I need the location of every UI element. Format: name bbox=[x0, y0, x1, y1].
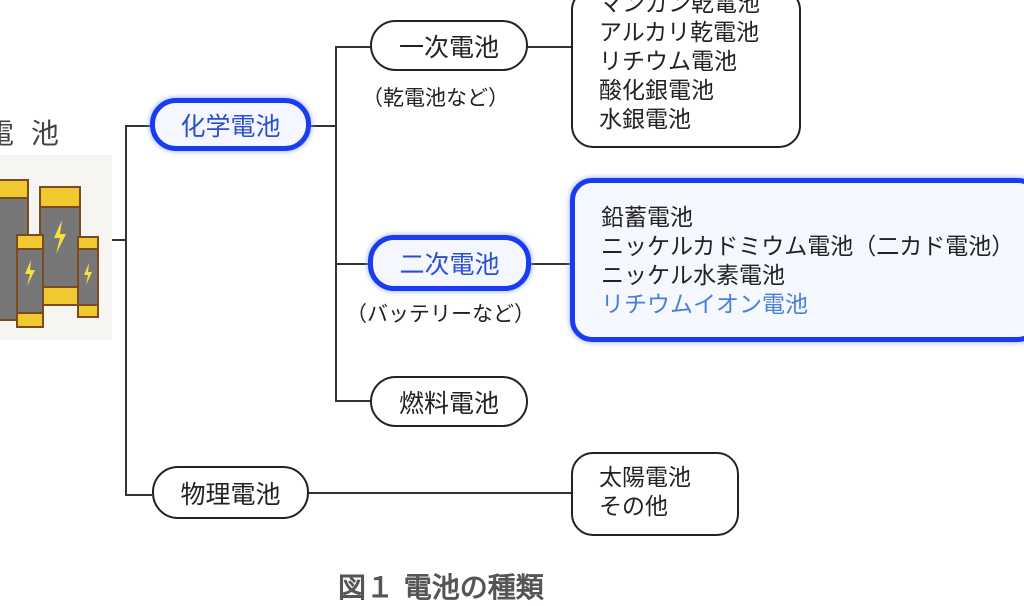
node-fuel-cell: 燃料電池 bbox=[370, 376, 528, 427]
connector bbox=[335, 263, 370, 265]
battery-illustration bbox=[0, 155, 112, 340]
list-item: 鉛蓄電池 bbox=[601, 205, 693, 231]
connector bbox=[335, 46, 370, 48]
connector bbox=[125, 125, 152, 127]
primary-note: （乾電池など） bbox=[362, 86, 509, 110]
figure-caption: 図１ 電池の種類 bbox=[338, 571, 544, 604]
list-item: 酸化銀電池 bbox=[599, 78, 714, 104]
connector bbox=[125, 494, 152, 496]
node-secondary-battery: 二次電池 bbox=[368, 235, 531, 291]
connector bbox=[335, 46, 337, 401]
connector bbox=[335, 400, 370, 402]
connector bbox=[112, 239, 126, 241]
list-item: ニッケル水素電池 bbox=[601, 263, 785, 289]
node-primary-battery: 一次電池 bbox=[370, 20, 528, 71]
connector bbox=[527, 46, 571, 48]
connector bbox=[308, 492, 571, 494]
connector bbox=[530, 263, 571, 265]
list-item-highlight: リチウムイオン電池 bbox=[601, 292, 808, 318]
list-item: マンガン乾電池 bbox=[599, 0, 760, 17]
list-item: 水銀電池 bbox=[599, 107, 691, 133]
list-item: リチウム電池 bbox=[599, 49, 737, 75]
node-chemical-battery: 化学電池 bbox=[150, 98, 311, 151]
primary-battery-list: マンガン乾電池 アルカリ乾電池 リチウム電池 酸化銀電池 水銀電池 bbox=[571, 0, 801, 148]
secondary-battery-list: 鉛蓄電池 ニッケルカドミウム電池（二カド電池） ニッケル水素電池 リチウムイオン… bbox=[570, 178, 1024, 342]
diagram-title: 電 池 bbox=[0, 117, 63, 150]
list-item: ニッケルカドミウム電池（二カド電池） bbox=[601, 234, 1015, 260]
connector bbox=[310, 125, 335, 127]
physical-battery-list: 太陽電池 その他 bbox=[571, 452, 739, 536]
secondary-note: （バッテリーなど） bbox=[346, 302, 535, 326]
list-item: アルカリ乾電池 bbox=[599, 20, 760, 46]
connector bbox=[125, 125, 127, 495]
list-item: その他 bbox=[599, 494, 668, 520]
list-item: 太陽電池 bbox=[599, 465, 691, 491]
node-physical-battery: 物理電池 bbox=[152, 466, 309, 519]
